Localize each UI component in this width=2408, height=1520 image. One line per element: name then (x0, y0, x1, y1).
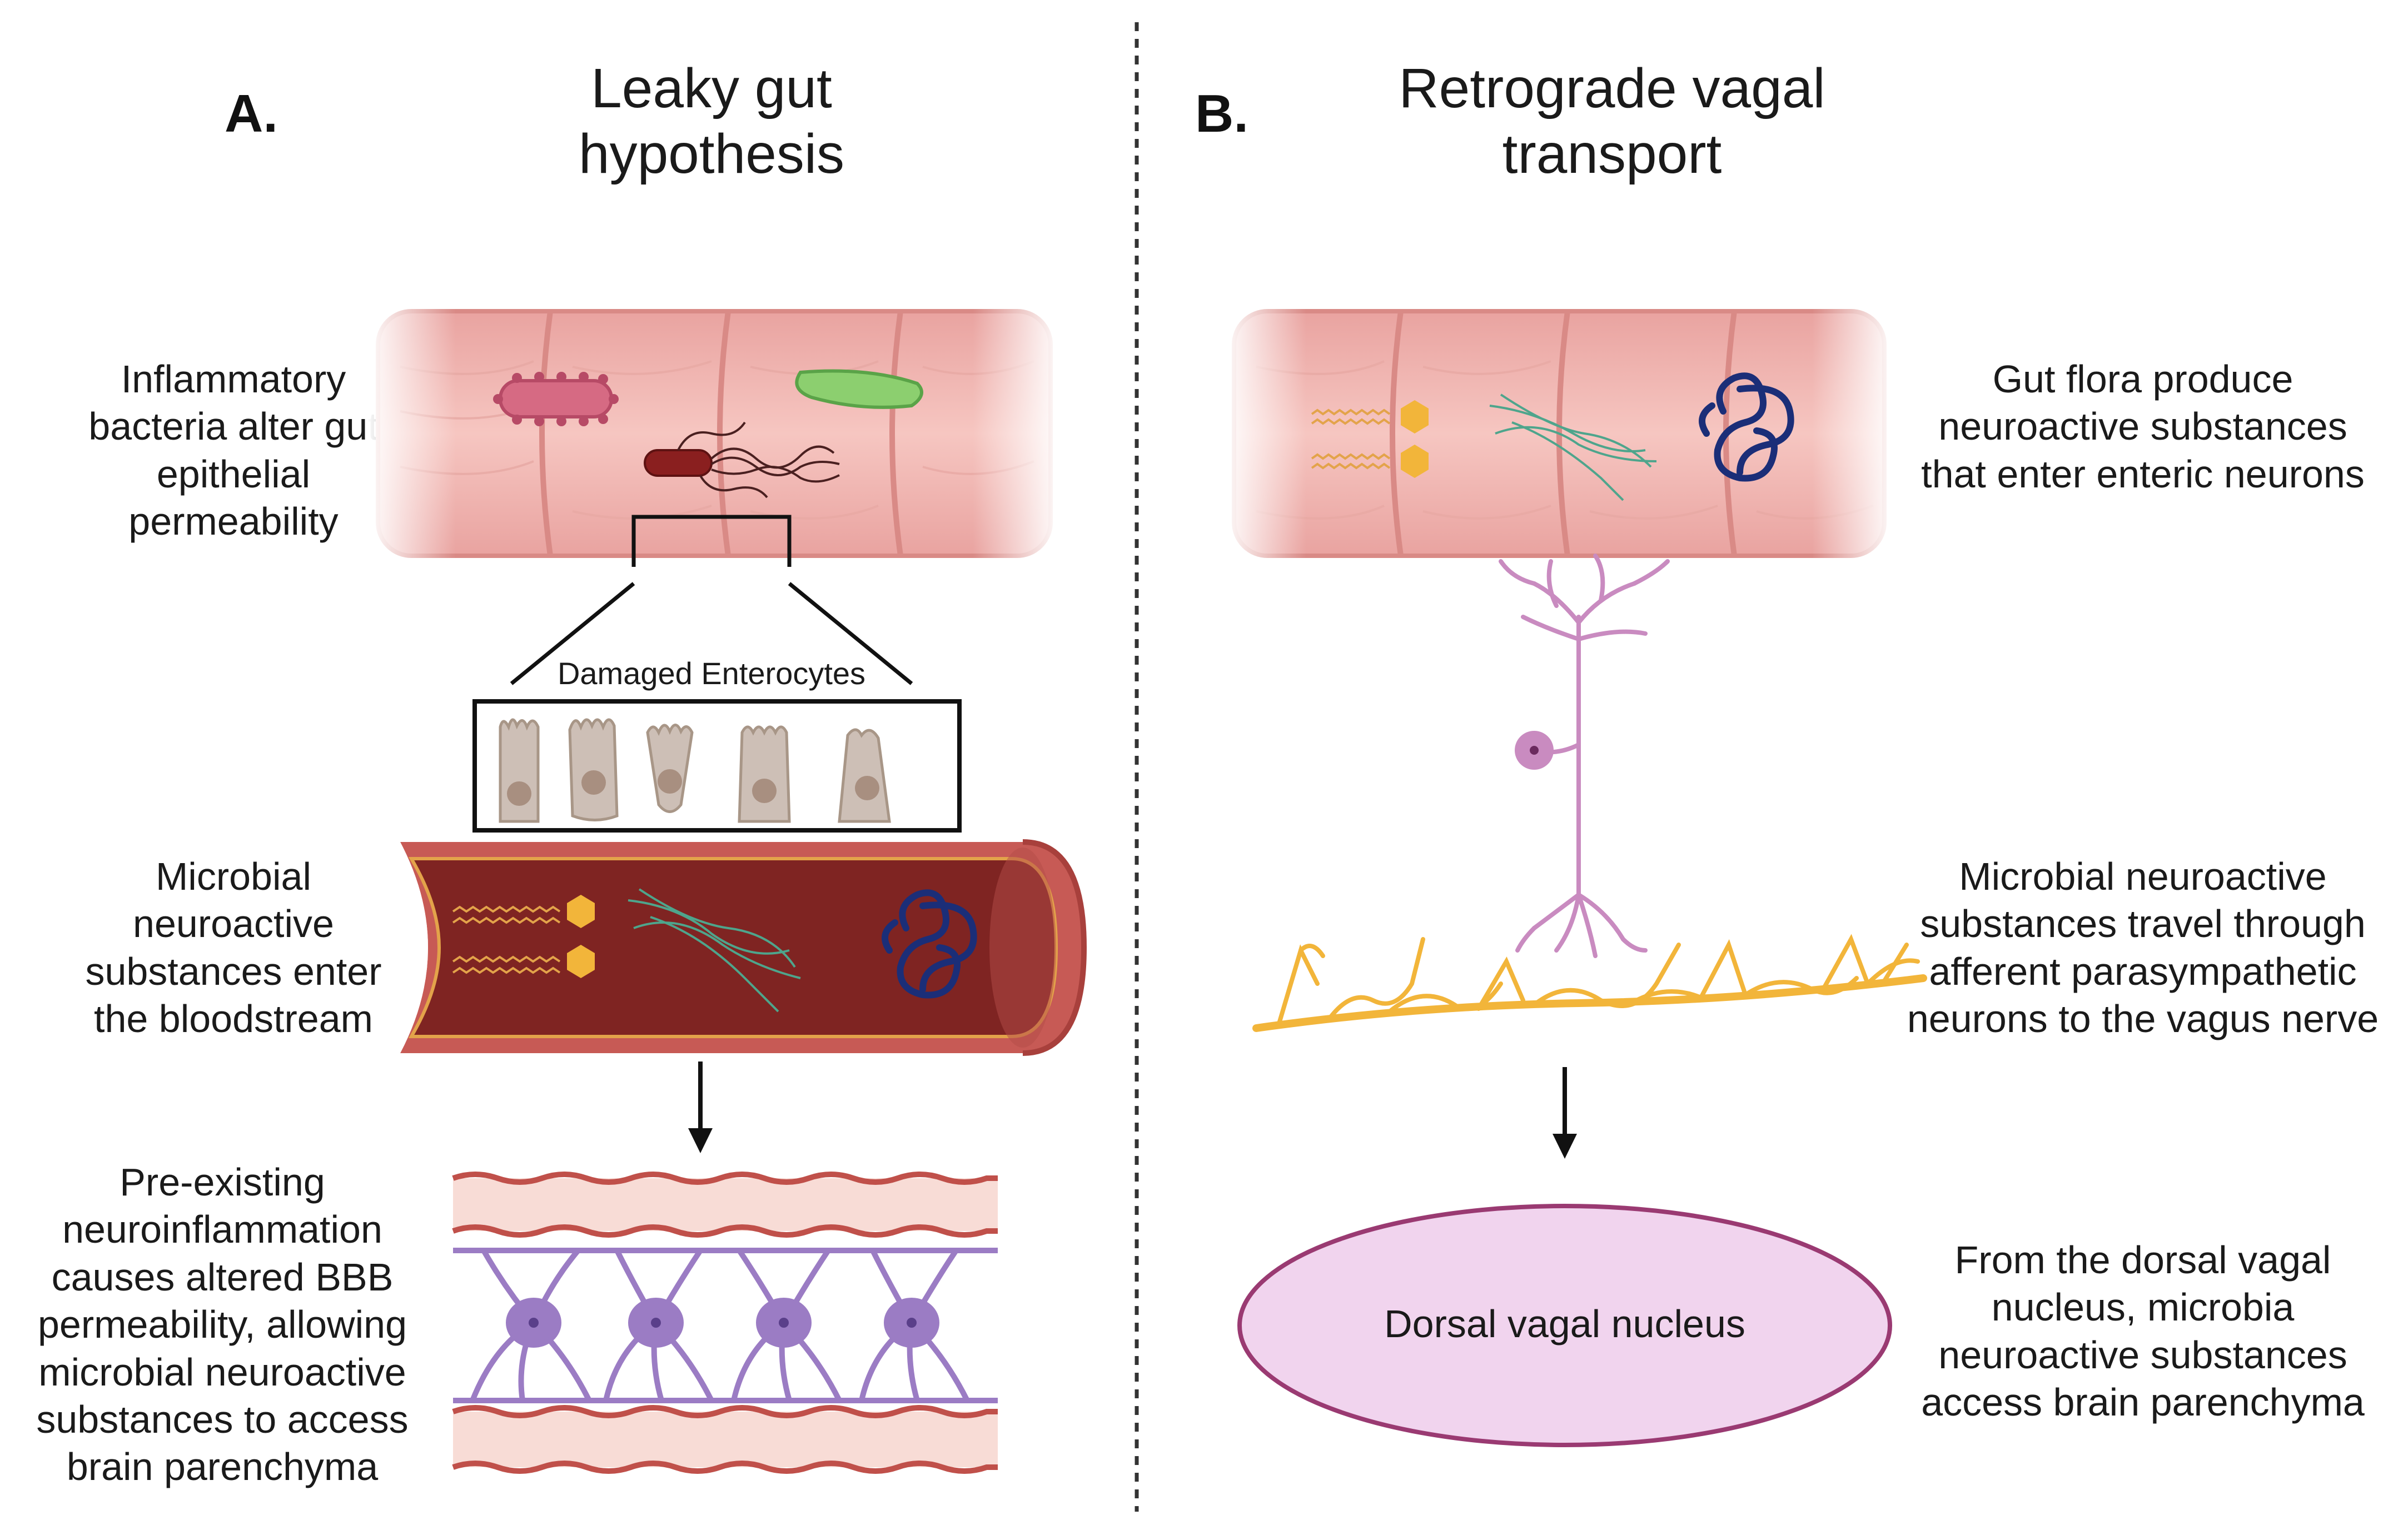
text-line: substances to access (36, 1397, 409, 1441)
text-line: neuroactive substances (1938, 1333, 2347, 1377)
panel-a-letter: A. (225, 84, 278, 143)
dorsal-vagal-nucleus-label: Dorsal vagal nucleus (1384, 1302, 1745, 1345)
blood-brain-barrier-illustration (452, 1172, 998, 1474)
neuroactive-molecule-icon (452, 905, 561, 974)
text-line: that enter enteric neurons (1921, 452, 2365, 496)
neuroactive-molecule-icon (1311, 408, 1391, 470)
panel-a-step3-text: Pre-existing neuroinflammation causes al… (11, 1159, 434, 1491)
text-line: Gut flora produce (1992, 357, 2293, 401)
text-line: substances travel through (1920, 902, 2366, 946)
text-line: nucleus, microbia (1991, 1285, 2295, 1329)
text-line: causes altered BBB (51, 1255, 394, 1299)
intestine-illustration (1223, 300, 1895, 567)
bacterium-icon (493, 372, 619, 426)
text-line: From the dorsal vagal (1954, 1238, 2331, 1282)
enterocyte-icon (738, 725, 791, 823)
text-line: substances enter (85, 949, 382, 993)
text-line: neuroactive (133, 902, 334, 946)
text-line: Inflammatory (121, 357, 346, 401)
protein-molecule-icon (882, 889, 977, 999)
panel-b-step2-text: Microbial neuroactive substances travel … (1879, 853, 2407, 1043)
panel-a-step1-text: Inflammatory bacteria alter gut epitheli… (50, 356, 417, 546)
damaged-enterocytes-label: Damaged Enterocytes (557, 656, 866, 691)
vessel-wall-bottom (452, 1405, 998, 1474)
arrow-down-icon (1553, 1067, 1577, 1159)
text-line: Microbial neuroactive (1959, 855, 2327, 898)
text-line: permeability (128, 500, 339, 544)
panel-b-step3-text: From the dorsal vagal nucleus, microbia … (1879, 1237, 2407, 1427)
panel-a-title-line: hypothesis (578, 123, 845, 185)
panel-b-title: Retrograde vagal transport (1362, 56, 1862, 187)
intestine-illustration (367, 300, 1062, 567)
flagellated-bacterium-icon (644, 421, 840, 499)
enterocyte-icon (568, 718, 619, 821)
text-line: Pre-existing (120, 1160, 325, 1204)
text-line: the bloodstream (94, 997, 373, 1041)
gut-folds (539, 311, 903, 556)
protein-molecule-icon (1699, 372, 1794, 482)
text-line: bacteria alter gut (88, 405, 379, 448)
panel-a-step2-text: Microbial neuroactive substances enter t… (61, 853, 406, 1043)
text-line: neurons to the vagus nerve (1907, 997, 2379, 1041)
fiber-molecule-icon (628, 888, 801, 1013)
panel-a-title-line: Leaky gut (591, 57, 832, 119)
panel-b-title-line: Retrograde vagal (1399, 57, 1825, 119)
astrocyte-icon (859, 1248, 970, 1403)
enterocyte-icon (499, 718, 540, 823)
text-line: access brain parenchyma (1921, 1381, 2365, 1424)
text-line: brain parenchyma (66, 1445, 379, 1489)
vessel-wall-top (452, 1172, 998, 1238)
enterocyte-icon (838, 728, 891, 823)
damaged-enterocytes-box (472, 699, 962, 833)
panel-b-letter: B. (1195, 84, 1248, 143)
text-line: neuroactive substances (1938, 405, 2347, 448)
arrow-down-icon (688, 1061, 713, 1153)
text-line: epithelial (156, 452, 311, 496)
blood-vessel-illustration (400, 839, 1087, 1056)
zoom-box (631, 515, 792, 567)
panel-divider (1135, 22, 1139, 1512)
zoom-lines (510, 582, 913, 685)
text-line: microbial neuroactive (38, 1350, 406, 1394)
dorsal-vagal-nucleus-shape (1237, 1204, 1892, 1447)
bacterium-icon (795, 369, 923, 409)
text-line: Microbial (155, 855, 312, 898)
enteric-neuron-illustration (1252, 554, 1927, 1032)
enterocyte-icon (646, 724, 694, 813)
text-line: permeability, allowing (37, 1303, 407, 1347)
vagus-nerve-icon (1252, 934, 1927, 1032)
text-line: neuroinflammation (62, 1208, 382, 1252)
fiber-molecule-icon (1489, 393, 1657, 501)
panel-a-title: Leaky gut hypothesis (500, 56, 923, 187)
panel-b-title-line: transport (1502, 123, 1722, 185)
text-line: afferent parasympathetic (1929, 949, 2357, 993)
panel-b-step1-text: Gut flora produce neuroactive substances… (1879, 356, 2407, 498)
